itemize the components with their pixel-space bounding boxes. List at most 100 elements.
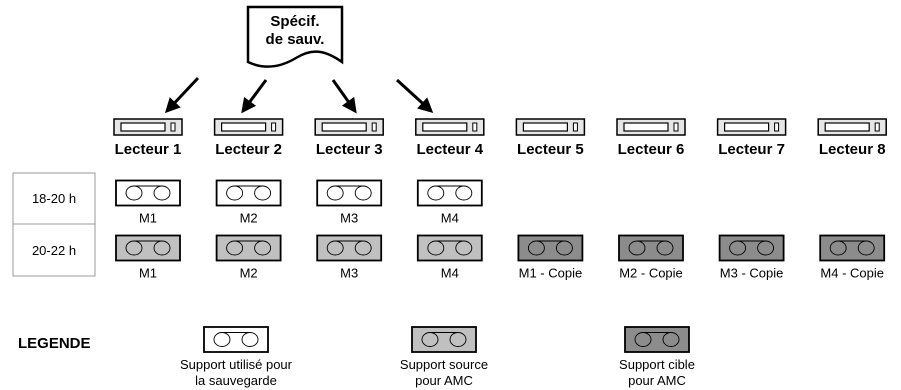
tape-reel-icon [455,185,473,201]
tape-reel-icon [254,240,272,256]
drive-label: Lecteur 2 [215,141,282,158]
arrow-to-drive-4 [395,78,434,114]
drive-led-icon [170,122,176,132]
tape-label: M1 [139,266,157,281]
tape-reel-icon [634,332,652,347]
tape-reel-icon [555,240,573,256]
tape-reel-icon [326,240,344,256]
tape-reel-icon [449,332,467,347]
legend-item-line1: Support cible [619,357,695,372]
legend-item-line2: la sauvegarde [195,373,277,388]
drive-slot-icon [422,122,468,132]
tape-reel-icon [455,240,473,256]
drive-label: Lecteur 1 [115,141,182,158]
drive-label: Lecteur 4 [416,141,483,158]
tape-reel-icon [254,185,272,201]
drive-6: Lecteur 6 [616,118,686,158]
tape-reel-icon [421,332,439,347]
drive-2: Lecteur 2 [213,118,284,158]
drive-label: Lecteur 8 [819,141,886,158]
tape-reel-icon [241,332,259,347]
arrows-layer [164,76,434,114]
tape-reel-icon [857,240,875,256]
drive-7: Lecteur 7 [716,118,787,158]
drive-led-icon [673,122,679,132]
tape-backup: M1 [115,179,181,226]
drive-1: Lecteur 1 [113,118,183,158]
tape-label: M2 - Copie [619,266,683,281]
tape-label: M1 - Copie [519,266,583,281]
tape-backup: M4 [416,179,483,226]
drive-led-icon [271,122,277,132]
tape-source: M3 [316,234,383,281]
tape-backup: M3 [316,179,383,226]
drive-led-icon [371,122,377,132]
tape-reel-icon [427,185,445,201]
tape-source: M1 [115,234,181,281]
tape-reel-icon [226,185,244,201]
legend-tape-backup [203,326,269,353]
tape-reel-icon [326,185,344,201]
drive-label: Lecteur 5 [517,141,584,158]
tape-backup: M2 [215,179,282,226]
legend-tape-target [624,326,690,353]
tape-source: M4 [416,234,483,281]
tape-reel-icon [125,240,143,256]
drive-slot-icon [623,122,669,132]
spec-document-line1: Spécif. [270,13,319,30]
legend-item-line2: pour AMC [415,373,473,388]
legend-title: LEGENDE [18,335,91,352]
tape-reel-icon [427,240,445,256]
tape-reel-icon [656,240,674,256]
drive-slot-icon [120,122,166,132]
tape-reel-icon [125,185,143,201]
tape-reel-icon [829,240,847,256]
legend-item-line1: Support utilisé pour [180,357,293,372]
drive-led-icon [774,122,780,132]
tape-source: M2 [215,234,282,281]
arrow-to-drive-3 [331,79,357,114]
drive-3: Lecteur 3 [314,118,384,158]
time-slot-18-20: 18-20 h [32,191,76,206]
tape-reel-icon [729,240,747,256]
tape-reel-icon [527,240,545,256]
arrow-to-drive-1 [164,76,200,114]
legend-item-line2: pour AMC [628,373,686,388]
drive-led-icon [572,122,578,132]
tape-label: M4 [441,211,459,226]
tape-reel-icon [354,240,372,256]
tape-label: M2 [240,211,258,226]
tape-target: M1 - Copie [517,234,584,281]
drive-label: Lecteur 3 [316,141,383,158]
tape-reel-icon [757,240,775,256]
drives-layer: Lecteur 1 Lecteur 2 Lecteur 3 Lecteur 4 Lect… [113,118,887,158]
tape-reel-icon [662,332,680,347]
tape-label: M2 [240,266,258,281]
tape-reel-icon [354,185,372,201]
legend-item-line1: Support source [400,357,488,372]
tape-label: M4 [441,266,459,281]
tape-label: M4 - Copie [820,266,884,281]
drive-slot-icon [321,122,367,132]
tape-reel-icon [213,332,231,347]
time-slot-table: 18-20 h 20-22 h [12,172,96,277]
tape-label: M3 - Copie [720,266,784,281]
time-slot-20-22: 20-22 h [32,243,76,258]
tape-reel-icon [628,240,646,256]
tape-target: M3 - Copie [718,234,785,281]
tape-label: M1 [139,211,157,226]
drive-5: Lecteur 5 [515,118,586,158]
tape-reel-icon [226,240,244,256]
spec-document: Spécif. de sauv. [246,5,344,68]
arrow-to-drive-2 [241,79,268,114]
tape-target: M4 - Copie [819,234,886,281]
drive-slot-icon [522,122,569,132]
tape-reel-icon [153,185,171,201]
tape-target: M2 - Copie [618,234,684,281]
